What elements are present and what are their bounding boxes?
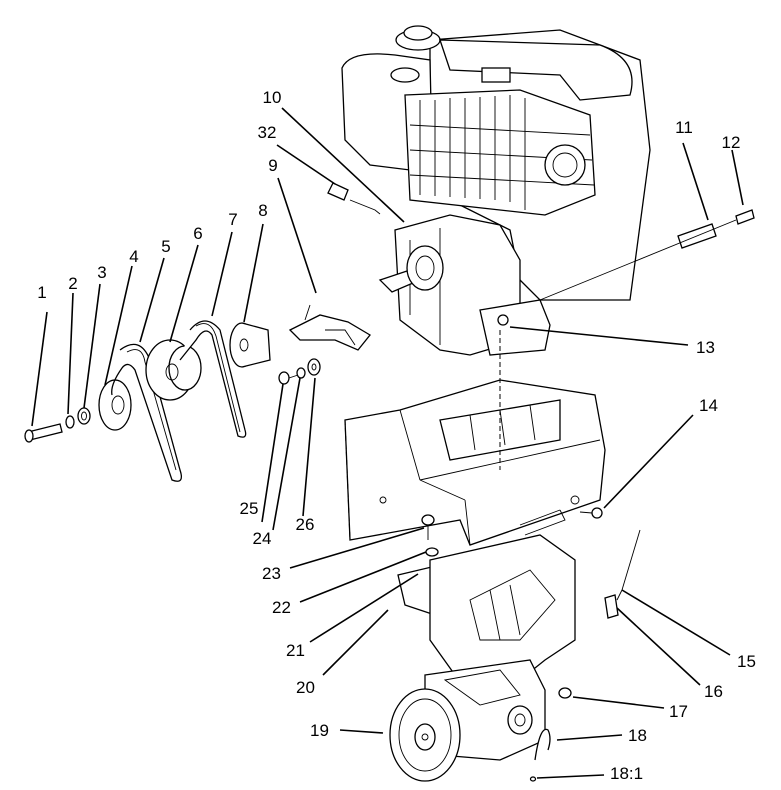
callout-2: 2 bbox=[68, 274, 77, 293]
callout-15: 15 bbox=[737, 652, 756, 671]
belt-part-5 bbox=[111, 343, 183, 482]
washer-part-22 bbox=[425, 547, 439, 557]
callout-10: 10 bbox=[263, 88, 282, 107]
callout-14: 14 bbox=[699, 396, 718, 415]
bolt-part-14 bbox=[579, 507, 603, 519]
callout-1: 1 bbox=[37, 283, 46, 302]
pin-part-18-1 bbox=[529, 776, 537, 782]
cable-part-15 bbox=[616, 529, 641, 601]
washer-part-26 bbox=[307, 358, 321, 376]
washer-part-2 bbox=[65, 415, 75, 429]
callout-11: 11 bbox=[675, 118, 693, 137]
bolt-part-23 bbox=[421, 514, 435, 540]
frame bbox=[344, 379, 606, 546]
callout-6: 6 bbox=[193, 224, 202, 243]
pulley-part-19 bbox=[389, 688, 461, 782]
callout-22: 22 bbox=[272, 598, 291, 617]
callout-16: 16 bbox=[704, 682, 723, 701]
spacer-part-32 bbox=[327, 182, 381, 215]
pulley-part-8 bbox=[229, 322, 271, 368]
spring-part-18 bbox=[534, 728, 551, 761]
callout-18-1: 18:1 bbox=[610, 764, 643, 783]
belt-part-7 bbox=[179, 320, 247, 438]
washer-part-3 bbox=[77, 407, 91, 425]
callout-5: 5 bbox=[161, 237, 170, 256]
callout-12: 12 bbox=[722, 133, 741, 152]
callout-32: 32 bbox=[258, 123, 277, 142]
callout-24: 24 bbox=[253, 529, 272, 548]
auger-housing bbox=[424, 534, 576, 761]
bolt-part-12 bbox=[735, 209, 755, 225]
callout-23: 23 bbox=[262, 564, 281, 583]
engine bbox=[341, 25, 651, 356]
callout-26: 26 bbox=[296, 515, 315, 534]
callout-19: 19 bbox=[310, 721, 329, 740]
callout-9: 9 bbox=[268, 156, 277, 175]
leader-lines bbox=[31, 107, 744, 779]
callout-25: 25 bbox=[240, 499, 259, 518]
bracket-part-16 bbox=[604, 594, 619, 619]
linkage-part-9 bbox=[288, 304, 371, 351]
callout-13: 13 bbox=[696, 338, 715, 357]
bolt-part-17 bbox=[558, 687, 572, 699]
callout-18: 18 bbox=[628, 726, 647, 745]
callout-3: 3 bbox=[97, 263, 106, 282]
callout-labels: 1 2 3 4 5 6 7 8 9 10 11 12 13 14 15 16 1… bbox=[37, 88, 756, 783]
callout-8: 8 bbox=[258, 201, 267, 220]
callout-4: 4 bbox=[129, 247, 138, 266]
callout-21: 21 bbox=[286, 641, 305, 660]
pulley-part-6 bbox=[145, 339, 202, 401]
callout-17: 17 bbox=[669, 702, 688, 721]
callout-7: 7 bbox=[228, 210, 237, 229]
bolt-part-1 bbox=[24, 423, 63, 443]
pulley-part-4 bbox=[98, 379, 132, 431]
callout-20: 20 bbox=[296, 678, 315, 697]
washer-part-24 bbox=[296, 367, 306, 379]
bolt-part-25 bbox=[278, 371, 299, 385]
